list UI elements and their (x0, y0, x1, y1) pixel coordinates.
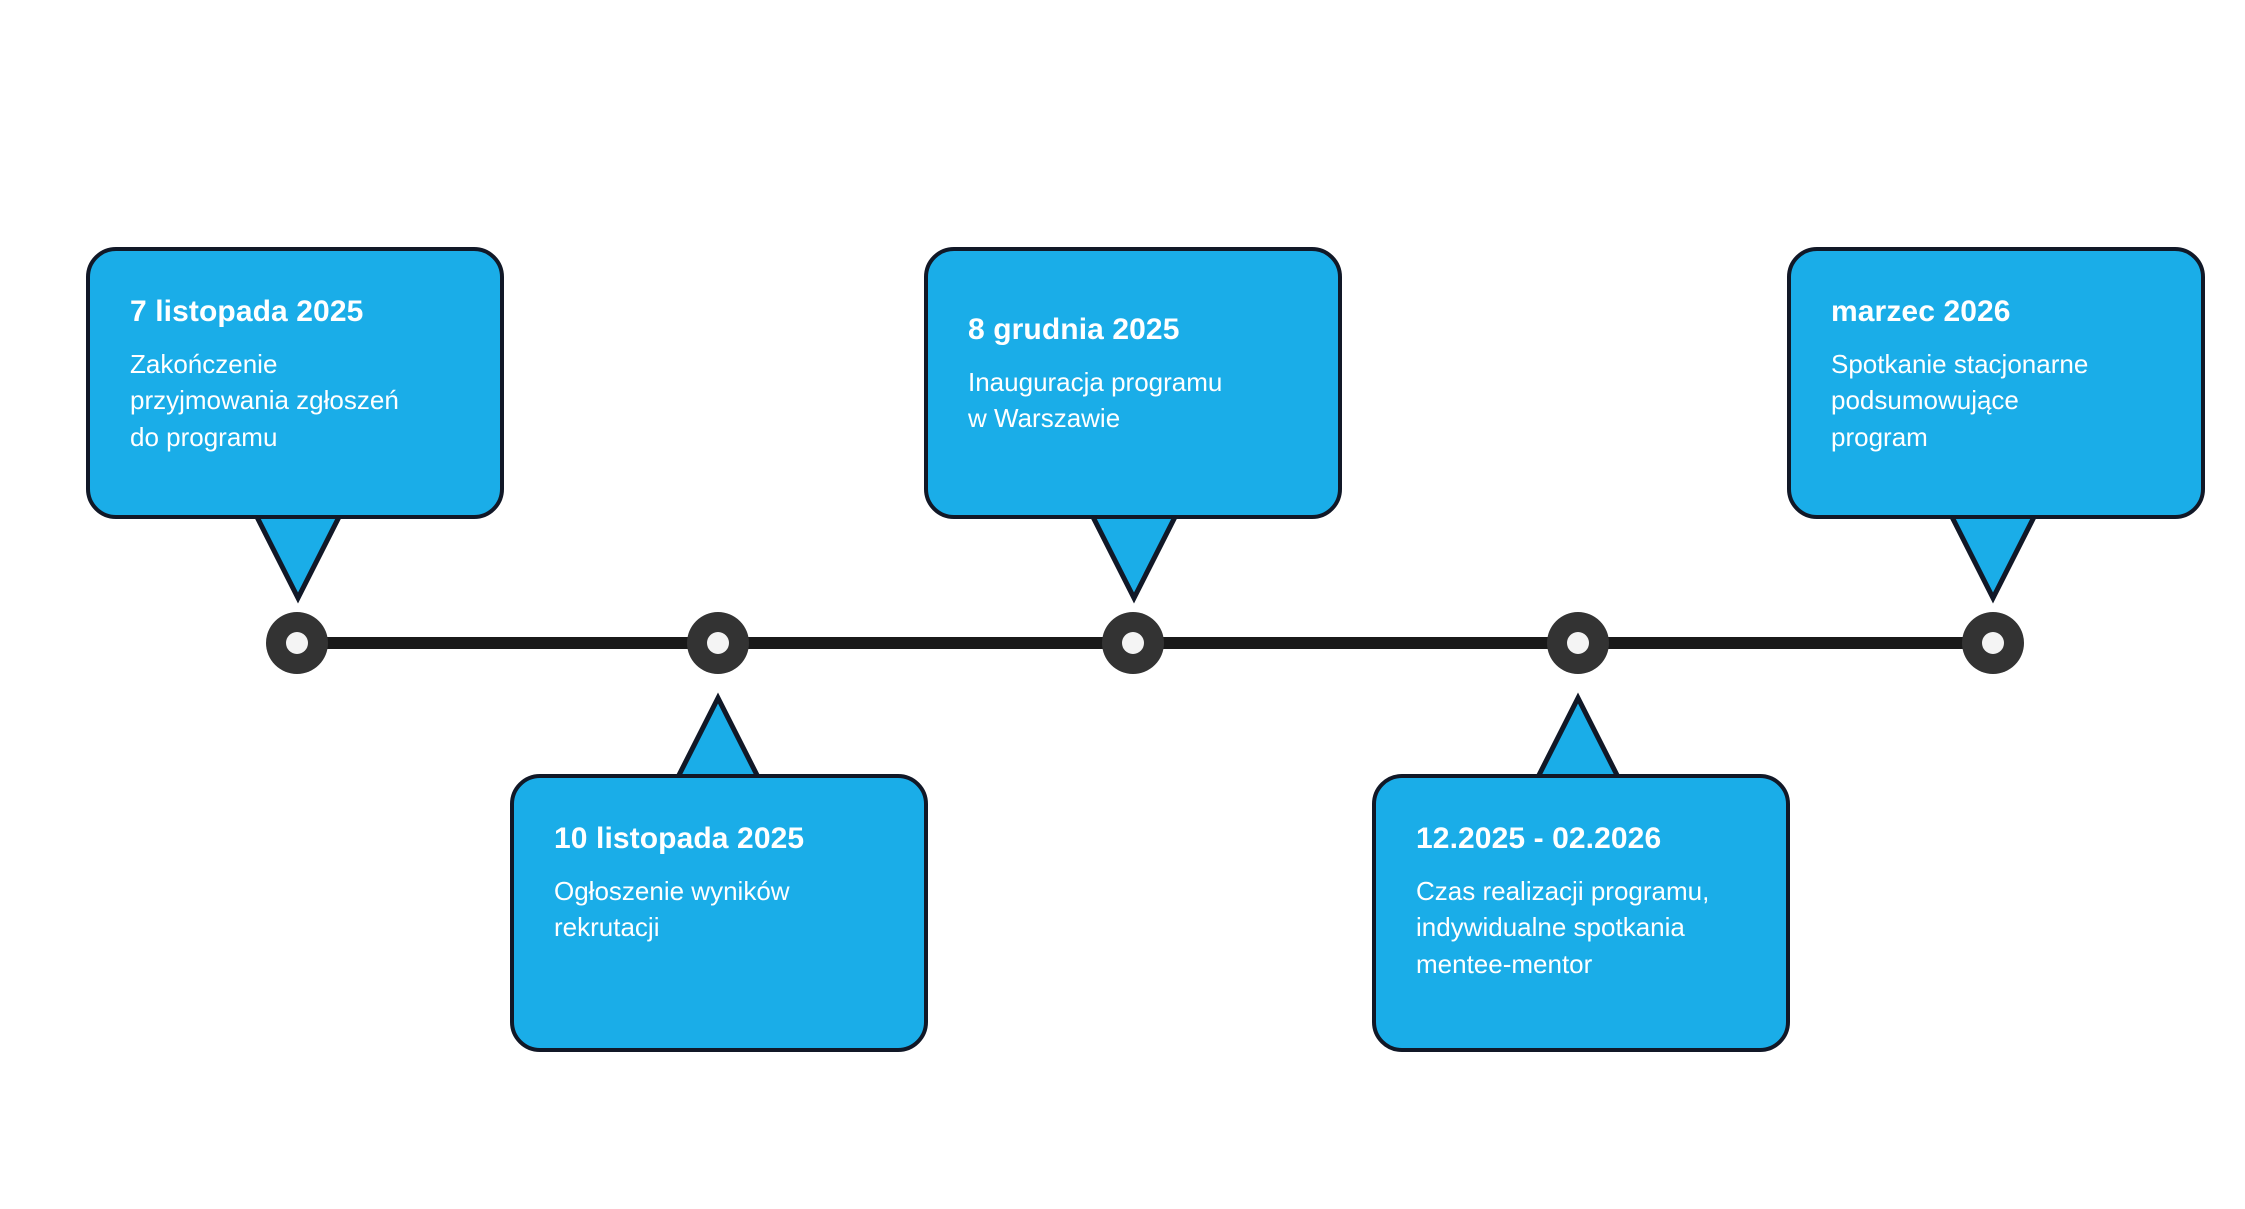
milestone-body-line: Zakończenie (130, 348, 278, 379)
milestone-body-line: do programu (130, 422, 278, 453)
milestone-body-line: Spotkanie stacjonarne (1831, 348, 2089, 379)
timeline-node-5[interactable] (1962, 612, 2024, 674)
milestone-body-3: Inauguracja programu w Warszawie (968, 364, 1298, 438)
milestone-pointer-2 (671, 692, 765, 784)
milestone-pointer-1 (251, 512, 345, 604)
milestone-body-line: Ogłoszenie wyników (554, 875, 790, 906)
timeline-node-core (707, 632, 729, 654)
milestone-body-line: rekrutacji (554, 912, 660, 943)
milestone-body-line: program (1831, 422, 1928, 453)
milestone-body-line: podsumowujące (1831, 385, 2019, 416)
milestone-card-3[interactable]: 8 grudnia 2025 Inauguracja programu w Wa… (924, 247, 1342, 519)
milestone-card-1[interactable]: 7 listopada 2025 Zakończenie przyjmowani… (86, 247, 504, 519)
timeline-node-1[interactable] (266, 612, 328, 674)
milestone-title-4: 12.2025 - 02.2026 (1416, 822, 1662, 855)
milestone-card-2[interactable]: 10 listopada 2025 Ogłoszenie wyników rek… (510, 774, 928, 1052)
timeline-node-core (1567, 632, 1589, 654)
milestone-card-4[interactable]: 12.2025 - 02.2026 Czas realizacji progra… (1372, 774, 1790, 1052)
milestone-card-5[interactable]: marzec 2026 Spotkanie stacjonarne podsum… (1787, 247, 2205, 519)
milestone-body-line: indywidualne spotkania (1416, 912, 1685, 943)
milestone-body-4: Czas realizacji programu, indywidualne s… (1416, 873, 1746, 984)
milestone-body-line: Inauguracja programu (968, 366, 1223, 397)
timeline-node-3[interactable] (1102, 612, 1164, 674)
milestone-title-1: 7 listopada 2025 (130, 295, 364, 328)
timeline-node-4[interactable] (1547, 612, 1609, 674)
timeline-node-core (286, 632, 308, 654)
milestone-body-1: Zakończenie przyjmowania zgłoszeń do pro… (130, 346, 460, 457)
timeline-node-core (1122, 632, 1144, 654)
milestone-body-line: mentee-mentor (1416, 949, 1593, 980)
timeline-node-core (1982, 632, 2004, 654)
milestone-pointer-5 (1946, 512, 2040, 604)
milestone-pointer-4 (1531, 692, 1625, 784)
milestone-pointer-3 (1087, 512, 1181, 604)
milestone-body-2: Ogłoszenie wyników rekrutacji (554, 873, 884, 947)
milestone-body-line: Czas realizacji programu, (1416, 875, 1710, 906)
milestone-title-3: 8 grudnia 2025 (968, 313, 1180, 346)
milestone-title-5: marzec 2026 (1831, 295, 2011, 328)
milestone-body-5: Spotkanie stacjonarne podsumowujące prog… (1831, 346, 2161, 457)
milestone-body-line: w Warszawie (968, 403, 1121, 434)
timeline-node-2[interactable] (687, 612, 749, 674)
milestone-title-2: 10 listopada 2025 (554, 822, 805, 855)
milestone-body-line: przyjmowania zgłoszeń (130, 385, 399, 416)
